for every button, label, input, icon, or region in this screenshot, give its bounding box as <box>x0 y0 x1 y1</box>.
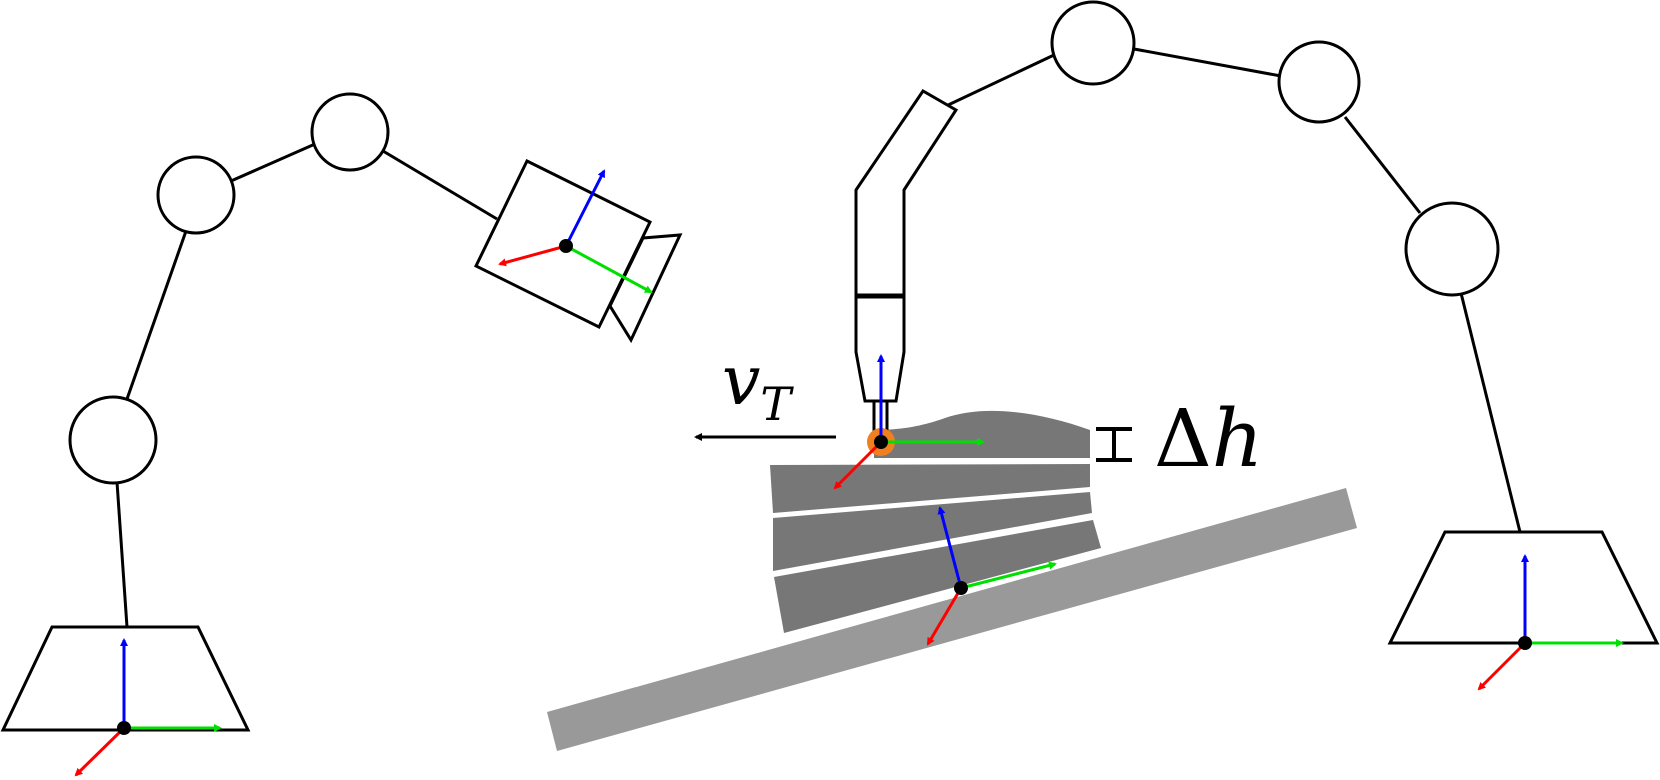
layer-2 <box>773 492 1092 571</box>
height-delta-symbol: Δ <box>1154 392 1212 485</box>
right-robot-link-2 <box>1343 116 1422 214</box>
velocity-label: vT <box>722 342 794 431</box>
left-robot-link-4 <box>382 149 498 221</box>
right-base-frame-icon <box>1477 554 1624 691</box>
right-robot-link-3 <box>1133 47 1282 78</box>
layer-3 <box>770 464 1090 513</box>
nozzle-arm <box>854 89 959 298</box>
left-robot-link-2 <box>125 230 188 400</box>
coordinate-frames <box>74 169 1624 777</box>
height-symbol: h <box>1212 392 1264 485</box>
right-robot-link-4 <box>945 53 1055 108</box>
left-robot-joint-2 <box>156 155 236 235</box>
velocity-subscript: T <box>760 377 794 431</box>
layer-height-bracket <box>1096 427 1132 462</box>
plate-frame-icon <box>926 506 1057 646</box>
right-robot-joint-3 <box>1050 0 1136 86</box>
right-robot-joint-2 <box>1277 40 1361 124</box>
left-robot-joint-1 <box>68 395 158 485</box>
height-delta-label: Δh <box>1154 392 1263 485</box>
left-robot-joint-3 <box>310 92 390 172</box>
left-robot-link-1 <box>115 481 129 628</box>
left-base-frame-icon <box>74 638 222 777</box>
deposited-layers <box>770 410 1101 633</box>
tool-tip-frame-icon <box>833 354 985 490</box>
camera-frame-icon <box>498 169 653 294</box>
build-plate <box>547 488 1357 751</box>
left-robot <box>0 92 683 732</box>
layer-4-in-progress <box>874 410 1090 458</box>
velocity-symbol: v <box>722 342 760 421</box>
right-robot-link-1 <box>1459 292 1522 533</box>
left-robot-link-3 <box>230 142 316 183</box>
right-robot-joint-1 <box>1404 201 1500 297</box>
layer-1 <box>774 520 1101 633</box>
